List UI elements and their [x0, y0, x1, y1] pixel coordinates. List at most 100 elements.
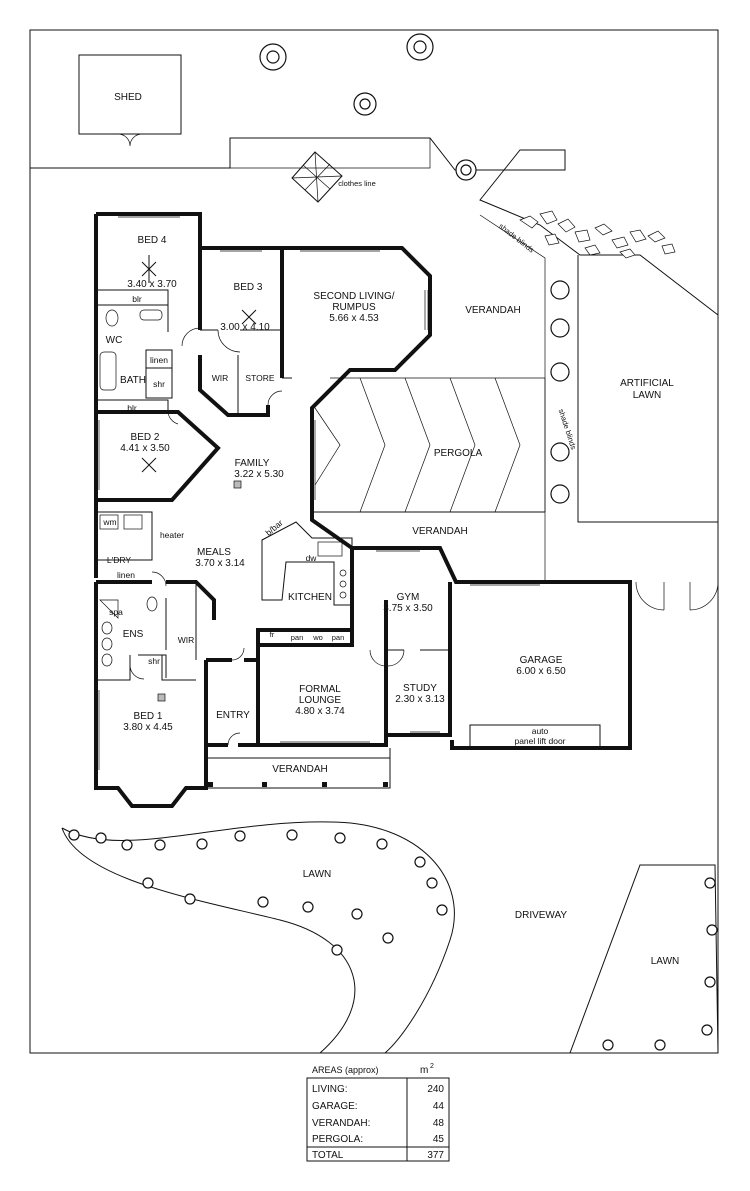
shrub-icon: [426, 877, 438, 889]
shrub-icon: [257, 896, 269, 908]
back-yard-boundary: [30, 137, 719, 316]
shrub-icon: [302, 901, 314, 913]
spa-label: spa: [109, 607, 123, 617]
kitchen-label: KITCHEN: [288, 592, 332, 603]
artificial-lawn-boundary: [577, 255, 718, 523]
shrub-icon: [334, 832, 346, 844]
wo-label: wo: [312, 633, 323, 642]
second-living-dims: 5.66 x 4.53: [329, 313, 379, 324]
shrub-icon: [704, 877, 716, 889]
shrub-icon: [68, 829, 80, 841]
artificial-lawn-label-2: LAWN: [633, 390, 662, 401]
bed2-dims: 4.41 x 3.50: [120, 443, 170, 454]
tree-icon: [259, 43, 287, 71]
shr-ens-label: shr: [148, 656, 160, 666]
gym-name: GYM: [397, 592, 420, 603]
family-name: FAMILY: [235, 458, 270, 469]
area-row-label: LIVING:: [312, 1084, 348, 1095]
verandah-front-label: VERANDAH: [272, 764, 328, 775]
verandah-mid-label: VERANDAH: [412, 526, 468, 537]
fr-label: fr: [270, 630, 275, 639]
doors: [129, 327, 719, 746]
study-dims: 2.30 x 3.13: [395, 694, 445, 705]
wir-bed1-label: WIR: [178, 635, 195, 645]
shrubs-front: [68, 829, 718, 1051]
b-bar-label: b/bar: [263, 518, 284, 538]
tree-icon: [455, 159, 477, 181]
linen-bath-label: linen: [150, 355, 168, 365]
lawn-right-label: LAWN: [651, 956, 680, 967]
heater-label: heater: [160, 530, 184, 540]
tree-icon: [550, 280, 570, 300]
fixtures: [99, 309, 347, 702]
wc-label: WC: [106, 335, 123, 346]
front-garden: LAWN DRIVEWAY LAWN: [61, 821, 719, 1054]
pan2-label: pan: [332, 633, 345, 642]
house-walls: [94, 212, 632, 808]
blr-mid-label: blr: [127, 403, 137, 413]
garage-name: GARAGE: [520, 655, 563, 666]
tree-icon: [353, 92, 377, 116]
tree-icon: [406, 33, 434, 61]
back-fence: [30, 138, 431, 169]
bed1-name: BED 1: [134, 711, 163, 722]
shrub-icon: [121, 839, 133, 851]
shrub-icon: [414, 856, 426, 868]
shed: SHED: [78, 54, 182, 147]
entry-label: ENTRY: [216, 710, 250, 721]
shrub-icon: [331, 944, 343, 956]
ens-label: ENS: [123, 629, 144, 640]
formal-lounge-dims: 4.80 x 3.74: [295, 706, 345, 717]
shrub-icon: [654, 1039, 666, 1051]
shrub-icon: [184, 893, 196, 905]
lawn-front-label: LAWN: [303, 869, 332, 880]
areas-unit-sup: 2: [430, 1063, 434, 1070]
areas-heading: AREAS (approx): [312, 1065, 379, 1075]
linen-ldry-label: linen: [117, 570, 135, 580]
tree-icon: [550, 318, 570, 338]
clothes-line-label: clothes line: [338, 179, 376, 188]
area-row-value: 48: [433, 1118, 445, 1129]
auto-door-label-2: panel lift door: [514, 736, 565, 746]
meals-name: MEALS: [197, 547, 231, 558]
areas-table: AREAS (approx) m 2 LIVING: 240 GARAGE: 4…: [306, 1063, 450, 1162]
driveway-label: DRIVEWAY: [515, 910, 568, 921]
tree-icon: [550, 442, 570, 462]
shrub-icon: [154, 839, 166, 851]
tree-icon: [550, 484, 570, 504]
tree-icon: [550, 362, 570, 382]
pergola-roof: [314, 377, 546, 513]
formal-lounge-name-1: FORMAL: [299, 684, 341, 695]
ldry-label: L'DRY: [107, 555, 131, 565]
auto-door-label-1: auto: [532, 726, 549, 736]
shrub-icon: [701, 1024, 713, 1036]
bath-label: BATH: [120, 375, 146, 386]
shrub-icon: [602, 1039, 614, 1051]
shrub-icon: [706, 924, 718, 936]
shrub-icon: [376, 838, 388, 850]
wir-bed3-label: WIR: [212, 373, 229, 383]
shrub-icon: [382, 932, 394, 944]
gym-dims: 3.75 x 3.50: [383, 603, 433, 614]
fan-icons: [141, 255, 257, 473]
shrub-icon: [95, 832, 107, 844]
shrub-icon: [286, 829, 298, 841]
wm-label: wm: [102, 517, 116, 527]
formal-lounge-name-2: LOUNGE: [299, 695, 342, 706]
area-row-value: 45: [433, 1134, 445, 1145]
shrub-icon: [351, 908, 363, 920]
meals-dims: 3.70 x 3.14: [195, 558, 245, 569]
bed3-dims: 3.00 x 4.10: [220, 322, 270, 333]
verandah-top-outline: [479, 214, 546, 580]
bed3-name: BED 3: [234, 282, 263, 293]
rock-garden: [519, 210, 676, 259]
clothes-line: clothes line: [291, 151, 376, 203]
pan1-label: pan: [291, 633, 304, 642]
shrub-icon: [142, 877, 154, 889]
area-row-label: GARAGE:: [312, 1101, 358, 1112]
area-row-label: VERANDAH:: [312, 1118, 370, 1129]
bed4-name: BED 4: [138, 235, 167, 246]
study-name: STUDY: [403, 683, 437, 694]
store-label: STORE: [245, 373, 274, 383]
